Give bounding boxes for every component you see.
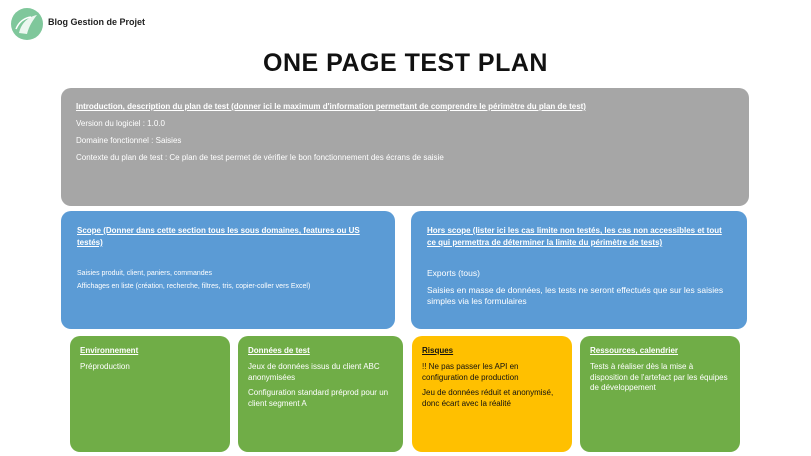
page-title: ONE PAGE TEST PLAN [263, 49, 548, 77]
scope-section: Scope (Donner dans cette section tous le… [61, 211, 395, 329]
environnement-heading: Environnement [80, 346, 139, 355]
scope-heading: Scope (Donner dans cette section tous le… [77, 226, 360, 247]
hors-scope-heading: Hors scope (lister ici les cas limite no… [427, 226, 722, 247]
ressources-section: Ressources, calendrier Tests à réaliser … [580, 336, 740, 452]
environnement-section: Environnement Préproduction [70, 336, 230, 452]
intro-line: Contexte du plan de test : Ce plan de te… [76, 153, 444, 162]
hors-scope-section: Hors scope (lister ici les cas limite no… [411, 211, 747, 329]
risques-heading: Risques [422, 346, 454, 355]
hors-scope-line: Exports (tous) [427, 268, 480, 278]
risques-section: Risques !! Ne pas passer les API en conf… [412, 336, 572, 452]
risques-line: !! Ne pas passer les API en configuratio… [422, 362, 519, 382]
intro-line: Domaine fonctionnel : Saisies [76, 136, 182, 145]
environnement-line: Préproduction [80, 362, 130, 371]
intro-section: Introduction, description du plan de tes… [61, 88, 749, 206]
scope-line: Affichages en liste (création, recherche… [77, 283, 311, 290]
ressources-heading: Ressources, calendrier [590, 346, 679, 355]
intro-heading: Introduction, description du plan de tes… [76, 102, 586, 111]
brand-name: Blog Gestion de Projet [48, 17, 146, 27]
risques-line: Jeu de données réduit et anonymisé, donc… [422, 388, 554, 408]
donnees-section: Données de test Jeux de données issus du… [238, 336, 403, 452]
intro-line: Version du logiciel : 1.0.0 [76, 119, 165, 128]
donnees-line: Configuration standard préprod pour un c… [248, 388, 389, 408]
donnees-heading: Données de test [248, 346, 310, 355]
hors-scope-line: Saisies en masse de données, les tests n… [427, 285, 724, 306]
scope-line: Saisies produit, client, paniers, comman… [77, 270, 213, 277]
logo-icon [11, 8, 43, 40]
ressources-line: Tests à réaliser dès la mise à dispositi… [590, 362, 728, 392]
donnees-line: Jeux de données issus du client ABC anon… [248, 362, 380, 382]
